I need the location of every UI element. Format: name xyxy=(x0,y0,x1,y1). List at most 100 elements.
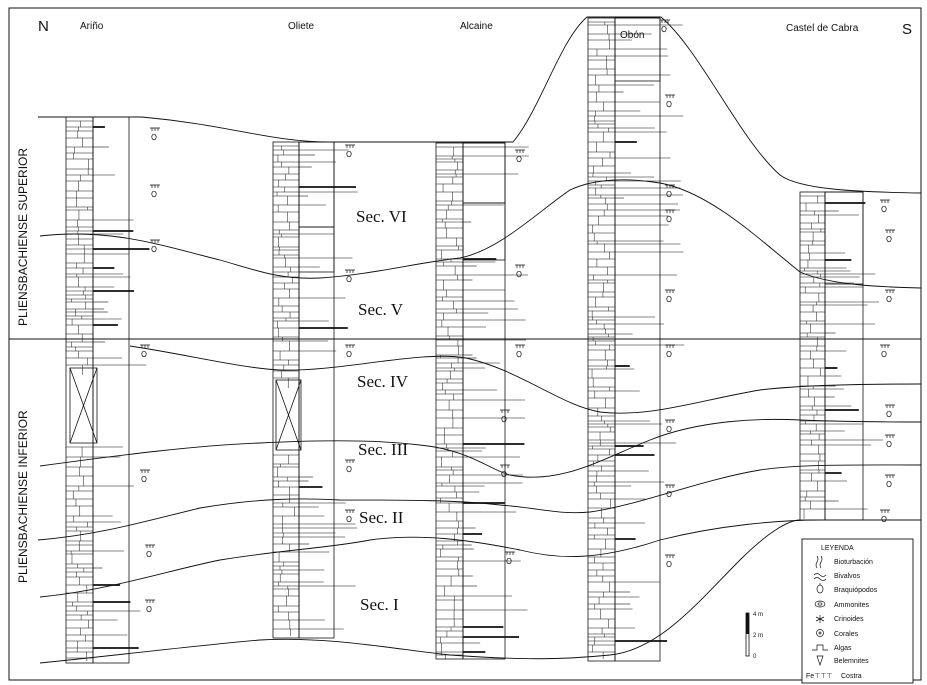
crust-mark xyxy=(150,239,160,243)
diagram-frame xyxy=(8,7,922,681)
brachiopod-mark xyxy=(141,350,147,358)
legend-label-crust: Costra xyxy=(841,673,862,680)
brachiopod-mark xyxy=(501,470,507,478)
brachiopod-mark xyxy=(666,560,672,568)
column-bed-layers xyxy=(66,21,884,661)
boundary-base-i xyxy=(39,519,921,598)
crust-mark xyxy=(345,269,355,273)
brachiopod-mark xyxy=(146,550,152,558)
brachiopod-mark xyxy=(666,190,672,198)
crust-mark xyxy=(500,464,510,468)
boundary-i-ii xyxy=(37,464,922,541)
crust-mark xyxy=(665,184,675,188)
crust-mark xyxy=(515,149,525,153)
legend-label-corals: Corales xyxy=(834,631,859,638)
bioturbation-icon xyxy=(815,555,823,569)
brachiopod-mark xyxy=(881,350,887,358)
sequence-label-ii: Sec. II xyxy=(359,508,404,527)
crust-mark xyxy=(885,229,895,233)
crust-mark xyxy=(150,184,160,188)
brachiopod-icon xyxy=(816,583,824,594)
sequence-label-vi: Sec. VI xyxy=(356,207,407,226)
boundary-ii-iii xyxy=(39,418,922,478)
brachiopod-mark xyxy=(506,557,512,565)
crust-mark xyxy=(665,94,675,98)
scale-bar: 4 m 2 m 0 xyxy=(745,612,763,660)
brachiopod-mark xyxy=(346,515,352,523)
locality-alcaine: Alcaine xyxy=(460,21,493,32)
crust-mark xyxy=(885,474,895,478)
crust-mark xyxy=(885,404,895,408)
crust-mark xyxy=(880,344,890,348)
brachiopod-mark xyxy=(666,100,672,108)
sequence-boundaries xyxy=(9,16,922,664)
crust-mark xyxy=(500,409,510,413)
brachiopod-mark xyxy=(151,133,157,141)
algae-icon xyxy=(812,644,828,651)
boundary-bottom xyxy=(39,519,801,664)
locality-oliete: Oliete xyxy=(288,21,315,32)
brachiopod-mark xyxy=(881,515,887,523)
scale-label-mid: 2 m xyxy=(753,633,763,639)
stage-label-upper: PLIENSBACHIENSE SUPERIOR xyxy=(16,148,30,326)
crust-mark xyxy=(660,19,670,23)
brachiopod-mark xyxy=(346,350,352,358)
belemnite-icon xyxy=(816,655,824,667)
brachiopod-mark xyxy=(666,295,672,303)
brachiopod-mark xyxy=(886,480,892,488)
crust-mark xyxy=(885,434,895,438)
brachiopod-mark xyxy=(516,155,522,163)
boundary-top-envelope xyxy=(38,16,922,194)
crinoid-icon xyxy=(815,615,825,623)
stage-label-lower: PLIENSBACHIENSE INFERIOR xyxy=(16,410,30,583)
crust-mark xyxy=(880,509,890,513)
crust-mark xyxy=(665,419,675,423)
brachiopod-mark xyxy=(666,215,672,223)
brachiopod-mark xyxy=(886,440,892,448)
bivalve-icon xyxy=(813,573,827,581)
crust-mark xyxy=(665,289,675,293)
crust-mark xyxy=(140,344,150,348)
sequence-label-i: Sec. I xyxy=(360,595,399,614)
crust-mark xyxy=(665,554,675,558)
brachiopod-mark xyxy=(886,410,892,418)
legend-label-brachiopods: Braquiópodos xyxy=(834,587,878,594)
column-obon xyxy=(587,17,661,662)
legend-title: LEYENDA xyxy=(821,545,854,552)
crust-mark xyxy=(885,289,895,293)
covered-interval-arino xyxy=(69,367,98,444)
boundary-iii-iv xyxy=(129,345,922,414)
brachiopod-mark xyxy=(146,605,152,613)
crust-mark xyxy=(515,344,525,348)
crust-icon: Fe⊤⊤⊤ xyxy=(806,673,832,680)
brachiopod-mark xyxy=(346,150,352,158)
brachiopod-mark xyxy=(151,245,157,253)
brachiopod-mark xyxy=(346,465,352,473)
ammonite-icon xyxy=(814,600,826,608)
locality-castel-de-cabra: Castel de Cabra xyxy=(786,23,859,34)
crust-mark xyxy=(140,469,150,473)
scale-label-top: 4 m xyxy=(753,612,763,618)
brachiopod-mark xyxy=(346,275,352,283)
crust-mark xyxy=(145,599,155,603)
coral-icon xyxy=(816,629,824,637)
sequence-label-v: Sec. V xyxy=(358,300,404,319)
legend-label-ammonites: Ammonites xyxy=(834,602,870,609)
covered-interval-oliete xyxy=(275,379,302,451)
legend-label-bioturbation: Bioturbación xyxy=(834,559,873,566)
scale-label-bottom: 0 xyxy=(753,654,757,660)
crust-mark xyxy=(345,459,355,463)
legend-label-bivalves: Bivalvos xyxy=(834,573,861,580)
brachiopod-mark xyxy=(886,295,892,303)
legend: LEYENDA Bioturbación Bivalvos Braquiópod… xyxy=(801,538,914,684)
crust-mark xyxy=(515,264,525,268)
crust-mark xyxy=(145,544,155,548)
crust-mark xyxy=(345,344,355,348)
brachiopod-mark xyxy=(151,190,157,198)
brachiopod-mark xyxy=(886,235,892,243)
brachiopod-mark xyxy=(141,475,147,483)
crust-mark xyxy=(505,551,515,555)
brachiopod-mark xyxy=(881,205,887,213)
brachiopod-mark xyxy=(666,490,672,498)
